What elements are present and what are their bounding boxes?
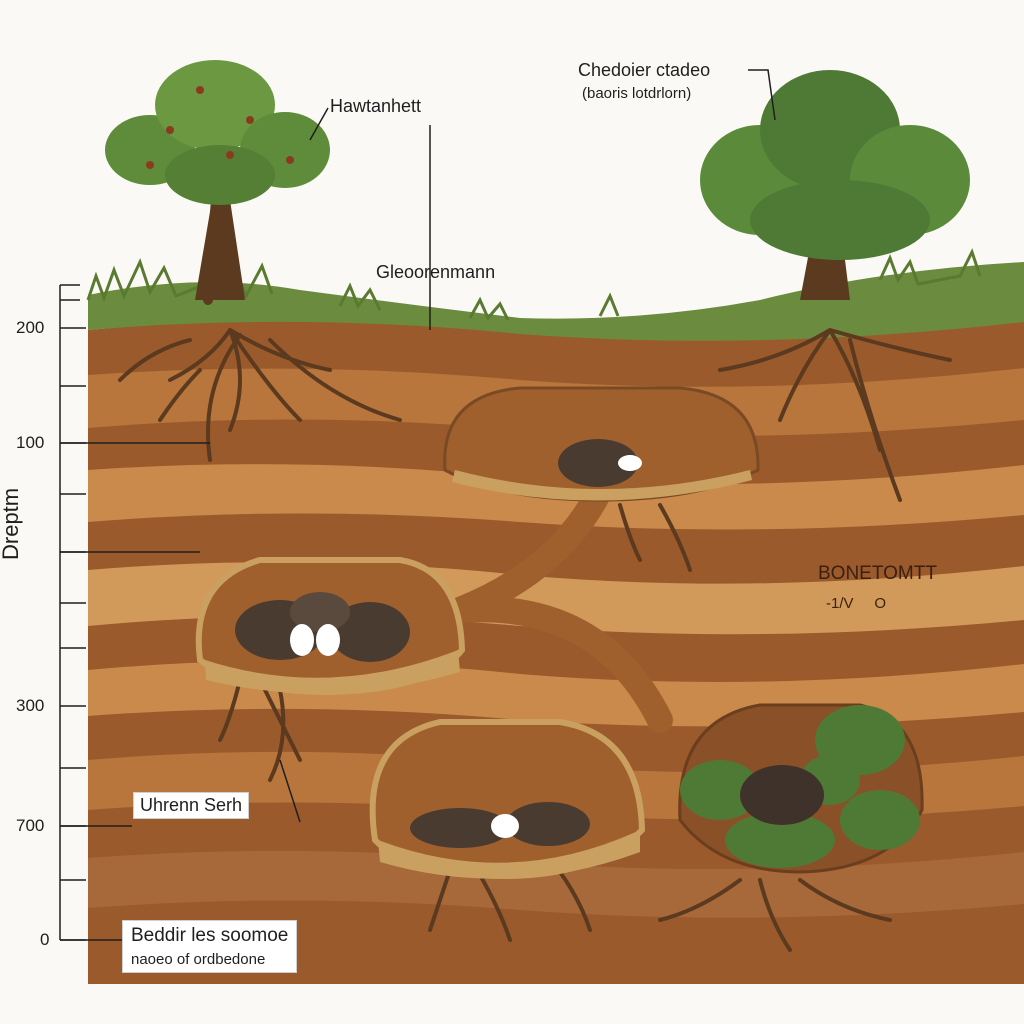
left-chamber-label: Uhrenn Serh [133,792,250,819]
depth-tick: 0 [40,930,50,949]
bottom-label-subtitle: naoeo of ordbedone [131,951,266,968]
depth-tick: 200 [16,318,45,337]
grass-surface [86,248,1024,341]
right-tree-subtitle: (baoris lotdrlorn) [582,85,692,102]
elder-tree-icon [700,70,970,300]
hawthorn-label: Hawtanhett [330,96,422,116]
depth-tick: 700 [16,816,45,835]
bottom-label-title: Beddir les soomoe [131,925,289,946]
center-label: Gleoorenmann [376,262,496,282]
right-tree-title: Chedoier ctadeo [578,60,711,80]
depth-axis-line [59,284,86,941]
depth-tick: 100 [16,433,45,452]
right-chamber-subtitle: -1/V O [826,595,887,612]
bottom-label-box: Beddir les soomoe naoeo of ordbedone [122,920,298,973]
tunnels [447,477,673,733]
hawthorn-tree-icon [105,60,330,305]
root-icon [118,328,952,952]
depth-tick: 300 [16,696,45,715]
badger-icon [235,439,824,848]
depth-axis-title: Dreptm [0,487,23,560]
right-chamber-title: BONETOMTT [818,563,937,584]
